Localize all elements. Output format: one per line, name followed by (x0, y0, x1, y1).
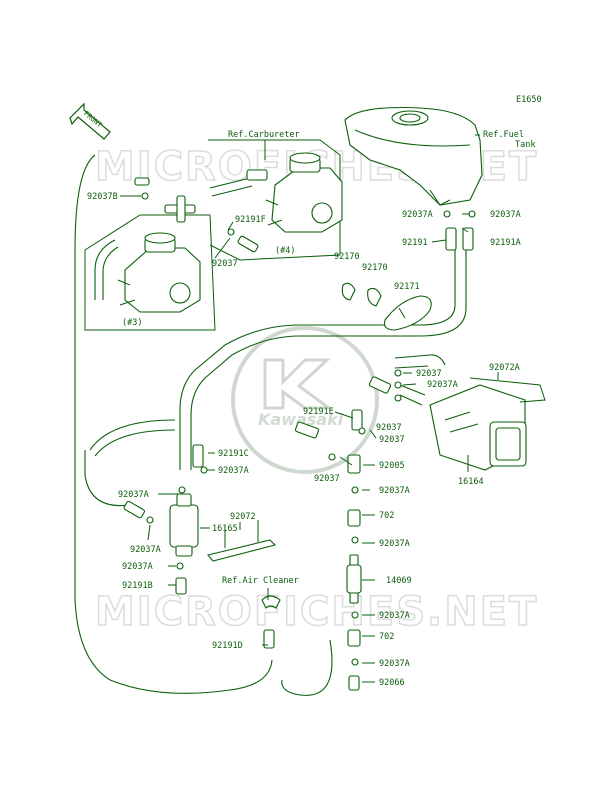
ref-air-cleaner-label: Ref.Air Cleaner (222, 576, 299, 586)
right-fittings (346, 454, 362, 691)
bracket (207, 539, 277, 562)
carb-hose-top (209, 177, 253, 197)
part-label: 92037 (376, 423, 402, 433)
part-label: 92191B (122, 581, 153, 591)
clips (141, 192, 476, 666)
hose-canister (394, 354, 446, 369)
part-label: 92191A (490, 238, 521, 248)
carburetor-4 (265, 152, 343, 233)
hose-left-long (84, 450, 131, 507)
part-label: 92037A (379, 659, 410, 669)
clamp-92170-2 (367, 287, 382, 307)
tank-label: Tank (515, 140, 535, 150)
part-label: 702 (379, 632, 394, 642)
part-label: 92037 (212, 259, 238, 269)
fuel-line-outer (74, 154, 273, 694)
part-label: 14069 (386, 576, 412, 586)
part-label: 92191D (212, 641, 243, 651)
clamp-92170 (341, 282, 356, 301)
part-label: 92066 (379, 678, 405, 688)
carb-hose-left-2 (102, 246, 119, 300)
separator (169, 493, 199, 557)
part-label: 92037A (218, 466, 249, 476)
kawasaki-logo: Kawasaki (231, 326, 379, 474)
carb-4-label: (#4) (275, 246, 295, 256)
part-label: 92037 (379, 435, 405, 445)
carb-3-label: (#3) (122, 318, 142, 328)
ref-fuel-label: Ref.Fuel (483, 130, 524, 140)
part-label: 92191E (303, 407, 334, 417)
part-label: 92037A (490, 210, 521, 220)
ref-carbureter-label: Ref.Carbureter (228, 130, 300, 140)
part-label: 92170 (362, 263, 388, 273)
diagram-code: E1650 (516, 95, 542, 105)
fuel-tank (344, 107, 483, 206)
part-label: 92005 (379, 461, 405, 471)
part-label: 702 (379, 511, 394, 521)
part-label: 92170 (334, 252, 360, 262)
part-label: 92037A (402, 210, 433, 220)
part-label: 92037A (122, 562, 153, 572)
part-label: 92037A (379, 486, 410, 496)
hose-stub-2 (237, 235, 259, 253)
bracket-92171 (383, 295, 432, 331)
part-label: 92037A (118, 490, 149, 500)
vent-hose-loop-inner (190, 245, 467, 470)
part-label: 92037 (314, 474, 340, 484)
t-joint (164, 195, 196, 223)
part-label: 92191 (402, 238, 428, 248)
carb-box (84, 214, 216, 331)
hose-left-branch (89, 419, 176, 457)
hose-pieces (123, 169, 474, 649)
part-label: 92037A (427, 380, 458, 390)
part-label: 92037A (379, 539, 410, 549)
part-label: 16165 (212, 524, 238, 534)
leader-lines (120, 134, 499, 683)
hose-canister-2 (399, 384, 426, 406)
logo-text: Kawasaki (258, 410, 344, 429)
hose-stub (134, 177, 150, 186)
part-label: 92072 (230, 512, 256, 522)
part-label: 16164 (458, 477, 484, 487)
canister (429, 377, 546, 471)
vent-hose-loop (179, 245, 456, 470)
carburetor-3 (117, 232, 201, 313)
watermark-bottom: MICROFICHES.NET (95, 589, 538, 635)
carb-hose-left (94, 239, 116, 300)
part-label: 92072A (489, 363, 520, 373)
front-arrow-icon: FRONT (69, 102, 111, 140)
part-label: 92191C (218, 449, 249, 459)
part-label: 92171 (394, 282, 420, 292)
part-label: 92191F (235, 215, 266, 225)
part-label: 92037A (379, 611, 410, 621)
part-label: 92037B (87, 192, 118, 202)
part-label: 92037 (416, 369, 442, 379)
fuel-line-right (281, 639, 333, 696)
part-label: 92037A (130, 545, 161, 555)
